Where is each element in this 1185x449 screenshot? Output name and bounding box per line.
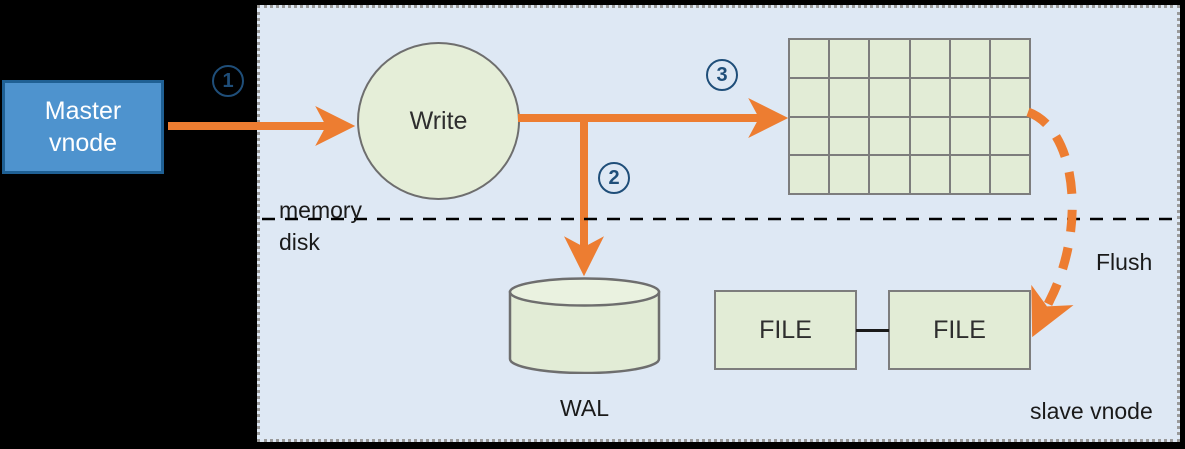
wal-label: WAL bbox=[560, 395, 609, 421]
memory-label: memory bbox=[279, 197, 363, 223]
memtable-cell bbox=[910, 78, 949, 116]
memtable-cell bbox=[830, 40, 869, 77]
step-badge-3: 3 bbox=[706, 59, 738, 91]
memtable-cell bbox=[950, 78, 989, 116]
disk-label: disk bbox=[279, 229, 320, 255]
file-box-1: FILE bbox=[714, 290, 857, 370]
memtable-cell bbox=[790, 117, 829, 155]
step-badge-2-label: 2 bbox=[608, 166, 620, 189]
step-badge-2: 2 bbox=[598, 162, 630, 194]
write-node: Write bbox=[357, 42, 520, 200]
memtable-cell bbox=[870, 40, 909, 77]
memtable-cell bbox=[790, 40, 829, 77]
memtable-cell bbox=[830, 156, 869, 193]
step-badge-1-label: 1 bbox=[222, 69, 234, 92]
slave-vnode-label: slave vnode bbox=[1030, 398, 1153, 424]
memtable-cell bbox=[990, 78, 1029, 116]
memtable-cell bbox=[950, 156, 989, 193]
master-vnode-label-line1: Master bbox=[44, 97, 122, 125]
master-vnode-box: Master vnode bbox=[2, 80, 164, 174]
memtable-cell bbox=[910, 117, 949, 155]
memtable-cell bbox=[830, 78, 869, 116]
flush-label: Flush bbox=[1096, 249, 1153, 275]
memtable-cell bbox=[910, 156, 949, 193]
write-label: Write bbox=[409, 106, 468, 135]
memtable-cell bbox=[990, 40, 1029, 77]
step-badge-3-label: 3 bbox=[716, 63, 728, 86]
step-badge-1: 1 bbox=[212, 65, 244, 97]
file-box-2-label: FILE bbox=[933, 315, 986, 344]
file-box-2: FILE bbox=[888, 290, 1031, 370]
memtable-cell bbox=[950, 117, 989, 155]
memtable-cell bbox=[990, 117, 1029, 155]
master-vnode-label-line2: vnode bbox=[48, 129, 118, 157]
memtable-cell bbox=[870, 78, 909, 116]
memtable-cell bbox=[990, 156, 1029, 193]
memtable-cell bbox=[950, 40, 989, 77]
memtable-cell bbox=[830, 117, 869, 155]
file-box-1-label: FILE bbox=[759, 315, 812, 344]
file-connector-line bbox=[856, 329, 889, 332]
memtable-cell bbox=[870, 156, 909, 193]
wal-cylinder bbox=[508, 277, 661, 375]
memtable-cell bbox=[910, 40, 949, 77]
memtable-cell bbox=[790, 78, 829, 116]
memtable-cell bbox=[870, 117, 909, 155]
memtable-cell bbox=[790, 156, 829, 193]
memtable-grid bbox=[788, 38, 1031, 195]
